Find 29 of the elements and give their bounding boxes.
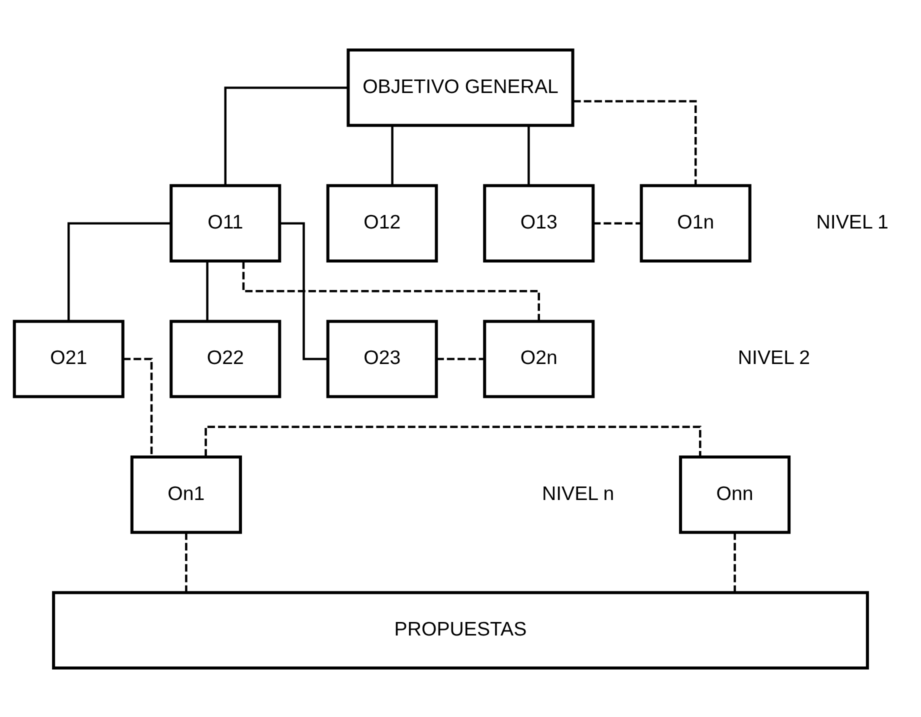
node-box: Onn xyxy=(679,454,791,534)
connector xyxy=(436,357,485,360)
node-box: PROPUESTAS xyxy=(52,590,869,669)
connector xyxy=(528,125,530,185)
node-box: O12 xyxy=(326,184,438,262)
connector xyxy=(206,260,208,320)
node-box: O21 xyxy=(12,319,124,398)
node-box: On1 xyxy=(130,454,242,534)
connector xyxy=(123,357,153,456)
connector xyxy=(68,222,171,321)
connector xyxy=(734,532,736,592)
connector xyxy=(185,532,188,592)
connector xyxy=(242,260,540,321)
connector xyxy=(224,86,348,186)
node-box: O22 xyxy=(170,319,282,398)
node-box: O13 xyxy=(483,184,595,262)
node-box: O2n xyxy=(483,319,595,398)
connector xyxy=(391,125,394,185)
label: NIVEL n xyxy=(542,482,614,504)
node-box: O11 xyxy=(170,184,282,262)
node-box: O1n xyxy=(640,184,752,262)
connector xyxy=(204,425,702,456)
label: NIVEL 2 xyxy=(738,346,810,369)
connector xyxy=(280,222,328,360)
connector xyxy=(593,222,642,224)
node-box: OBJETIVO GENERAL xyxy=(346,48,574,126)
node-box: O23 xyxy=(326,319,438,398)
connector xyxy=(573,100,697,185)
label: NIVEL 1 xyxy=(816,210,888,233)
